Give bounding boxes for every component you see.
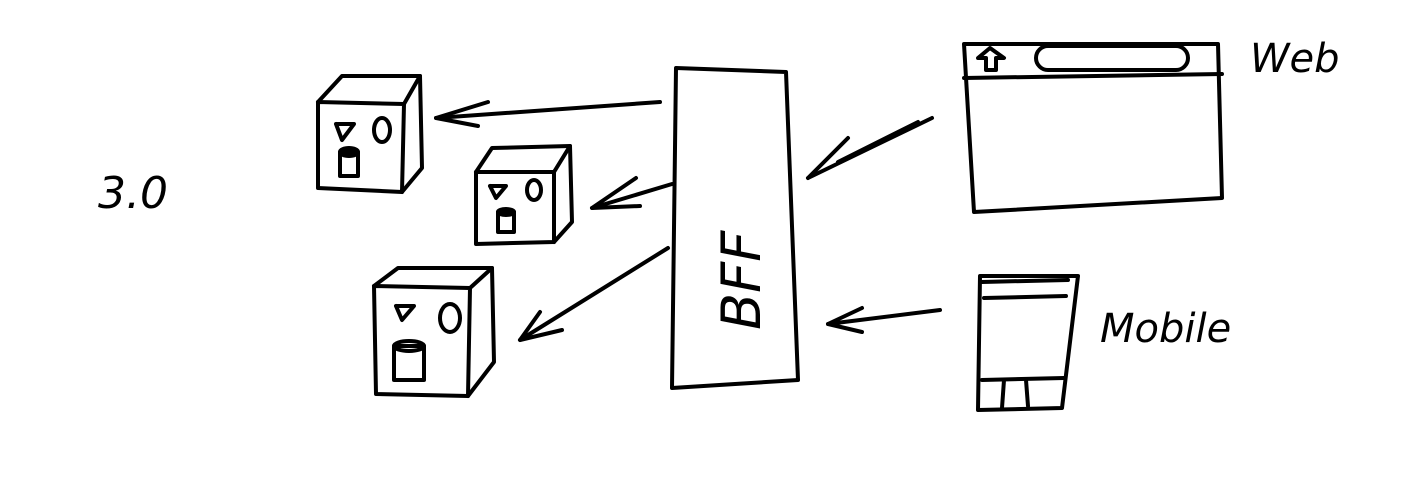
bff-label: BFF bbox=[710, 230, 773, 330]
arrow-web-to-bff bbox=[806, 116, 934, 180]
arrow-mobile-to-bff bbox=[826, 306, 942, 334]
web-client bbox=[962, 42, 1224, 214]
address-bar bbox=[1034, 44, 1190, 72]
bff-gateway: BFF bbox=[670, 66, 800, 390]
mobile-label: Mobile bbox=[1100, 306, 1231, 352]
up-arrow-icon bbox=[976, 46, 1006, 72]
arrow-bff-to-service-3 bbox=[518, 246, 670, 342]
service-box-3 bbox=[372, 266, 496, 398]
arrow-bff-to-service-1 bbox=[434, 100, 662, 128]
version-label: 3.0 bbox=[98, 168, 168, 219]
mobile-client bbox=[976, 274, 1080, 412]
arrow-bff-to-service-2 bbox=[590, 176, 674, 210]
service-box-1 bbox=[316, 74, 424, 194]
service-face-icon bbox=[334, 122, 356, 142]
web-label: Web bbox=[1250, 36, 1340, 82]
service-box-2 bbox=[474, 144, 574, 246]
